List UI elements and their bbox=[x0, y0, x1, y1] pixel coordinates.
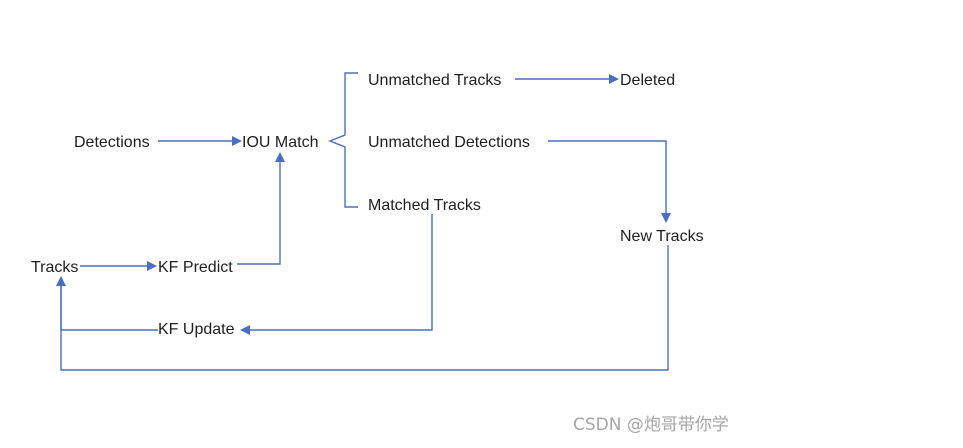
node-tracks: Tracks bbox=[31, 259, 78, 276]
branch-bracket bbox=[328, 72, 358, 208]
edge-kf-predict-to-iou-match bbox=[237, 161, 281, 265]
nodes: Detections IOU Match Unmatched Tracks De… bbox=[31, 72, 704, 338]
edge-unmatched-detections-to-new-tracks bbox=[548, 140, 667, 214]
node-kf-predict: KF Predict bbox=[158, 259, 233, 276]
node-matched-tracks: Matched Tracks bbox=[368, 197, 481, 214]
node-detections: Detections bbox=[74, 134, 150, 151]
arrowhead-tracks bbox=[56, 276, 66, 286]
edge-kf-update-to-tracks bbox=[60, 285, 158, 331]
arrowhead-kf-update bbox=[240, 325, 250, 335]
arrowhead-kf-predict bbox=[147, 261, 157, 271]
node-deleted: Deleted bbox=[620, 72, 675, 89]
node-iou-match: IOU Match bbox=[242, 134, 318, 151]
arrowhead-iou-match-from-below bbox=[275, 152, 285, 162]
node-new-tracks: New Tracks bbox=[620, 228, 704, 245]
arrowhead-new-tracks bbox=[661, 213, 671, 223]
arrowhead-iou-match bbox=[232, 136, 242, 146]
edge-new-tracks-to-tracks bbox=[60, 245, 669, 371]
watermark: CSDN @炮哥带你学 bbox=[573, 415, 729, 435]
edge-matched-tracks-to-kf-update bbox=[250, 214, 433, 331]
arrowhead-deleted bbox=[609, 74, 619, 84]
node-unmatched-tracks: Unmatched Tracks bbox=[368, 72, 501, 89]
edges bbox=[56, 72, 671, 371]
node-unmatched-detections: Unmatched Detections bbox=[368, 134, 530, 151]
node-kf-update: KF Update bbox=[158, 321, 235, 338]
